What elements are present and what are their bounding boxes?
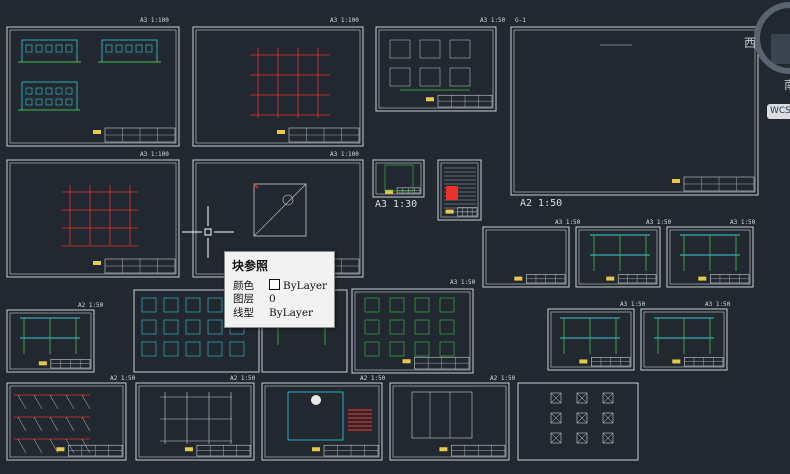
drawing-sheet-frame[interactable] <box>135 382 255 461</box>
color-swatch-icon <box>269 279 280 290</box>
logo-mark <box>672 179 680 183</box>
drawing-sheet-frame[interactable] <box>6 382 127 461</box>
sheet-scale-label: A3 1:50 <box>646 219 672 226</box>
drawing-sheet-frame[interactable] <box>351 288 474 374</box>
logo-mark <box>445 209 454 214</box>
logo-mark <box>426 97 434 102</box>
sheet-scale-label: A2 1:50 <box>490 375 516 382</box>
viewcube-west-label: 西 <box>744 36 757 50</box>
drawing-sheet-frame[interactable] <box>375 26 497 112</box>
wcs-button[interactable]: WCS <box>767 104 790 119</box>
sheet-scale-label: A3 1:50 <box>450 279 476 286</box>
drawing-sheet-frame[interactable] <box>640 308 728 371</box>
drawing-sheet-frame[interactable] <box>372 159 425 198</box>
sheet-scale-label: A2 1:50 <box>230 375 256 382</box>
tooltip-value: ByLayer <box>269 307 314 319</box>
logo-mark <box>93 130 101 134</box>
sheet-scale-label: A2 1:50 <box>520 198 563 209</box>
logo-mark <box>439 447 448 452</box>
logo-mark <box>514 276 523 281</box>
logo-mark <box>38 361 47 366</box>
logo-mark <box>93 261 101 265</box>
sheet-scale-label: A3 1:100 <box>140 17 169 24</box>
viewcube-face[interactable] <box>771 34 790 64</box>
drawing-sheet-frame[interactable] <box>437 159 482 221</box>
block-reference-tooltip: 块参照 颜色 ByLayer 图层 0 线型 ByLayer <box>224 251 335 328</box>
logo-mark <box>606 276 615 281</box>
sheet-scale-label: A2 1:50 <box>360 375 386 382</box>
logo-mark <box>385 189 394 194</box>
drawing-sheet-frame[interactable] <box>6 309 95 373</box>
tooltip-key: 颜色 <box>233 280 254 292</box>
drawing-sheet-frame <box>517 382 639 461</box>
sheet-scale-label: A3 1:50 <box>620 301 646 308</box>
sheet-scale-label: A2 1:50 <box>110 375 136 382</box>
drawing-sheet-frame[interactable] <box>261 382 383 461</box>
sheet-scale-label: A3 1:100 <box>330 17 359 24</box>
sheet-scale-label: G-1 <box>515 17 526 24</box>
logo-mark <box>184 447 193 452</box>
tooltip-row-linetype: 线型 ByLayer <box>233 307 313 320</box>
drawing-sheet-frame <box>133 289 260 373</box>
viewcube[interactable]: 西 南 <box>744 0 790 110</box>
drawing-sheet-frame[interactable] <box>6 26 180 147</box>
sheet-scale-label: A3 1:50 <box>480 17 506 24</box>
logo-mark <box>579 359 588 364</box>
sheet-scale-label: A3 1:30 <box>375 199 418 210</box>
drawing-sheet-frame[interactable] <box>547 308 635 371</box>
logo-mark <box>402 359 411 364</box>
logo-mark <box>56 447 65 452</box>
logo-mark <box>312 447 320 452</box>
tooltip-value: ByLayer <box>283 280 328 292</box>
drawing-sheet-frame[interactable] <box>510 26 759 196</box>
drawing-sheet-frame[interactable] <box>575 226 661 288</box>
sheet-scale-label: A3 1:50 <box>705 301 731 308</box>
sheet-scale-label: A3 1:50 <box>730 219 756 226</box>
tooltip-row-layer: 图层 0 <box>233 293 276 306</box>
tooltip-key: 线型 <box>233 307 254 319</box>
sheet-scale-label: A2 1:50 <box>78 302 104 309</box>
tooltip-title: 块参照 <box>232 259 269 273</box>
drawing-sheet-frame[interactable] <box>482 226 570 288</box>
logo-mark <box>277 130 285 134</box>
sheet-scale-label: A3 1:50 <box>555 219 581 226</box>
sheet-scale-label: A3 1:100 <box>330 151 359 158</box>
logo-mark <box>672 359 681 364</box>
drawing-sheet-frame[interactable] <box>192 26 364 147</box>
tooltip-value: 0 <box>269 293 276 305</box>
drawing-sheet-frame[interactable] <box>6 159 180 278</box>
drawing-sheet-frame[interactable] <box>666 226 754 288</box>
logo-mark <box>698 276 707 281</box>
drawing-sheet-frame[interactable] <box>389 382 510 461</box>
tooltip-row-color: 颜色 ByLayer <box>233 279 327 293</box>
sheet-scale-label: A3 1:100 <box>140 151 169 158</box>
viewcube-south-label: 南 <box>784 76 790 93</box>
tooltip-key: 图层 <box>233 293 254 305</box>
crosshair-cursor <box>182 206 234 258</box>
